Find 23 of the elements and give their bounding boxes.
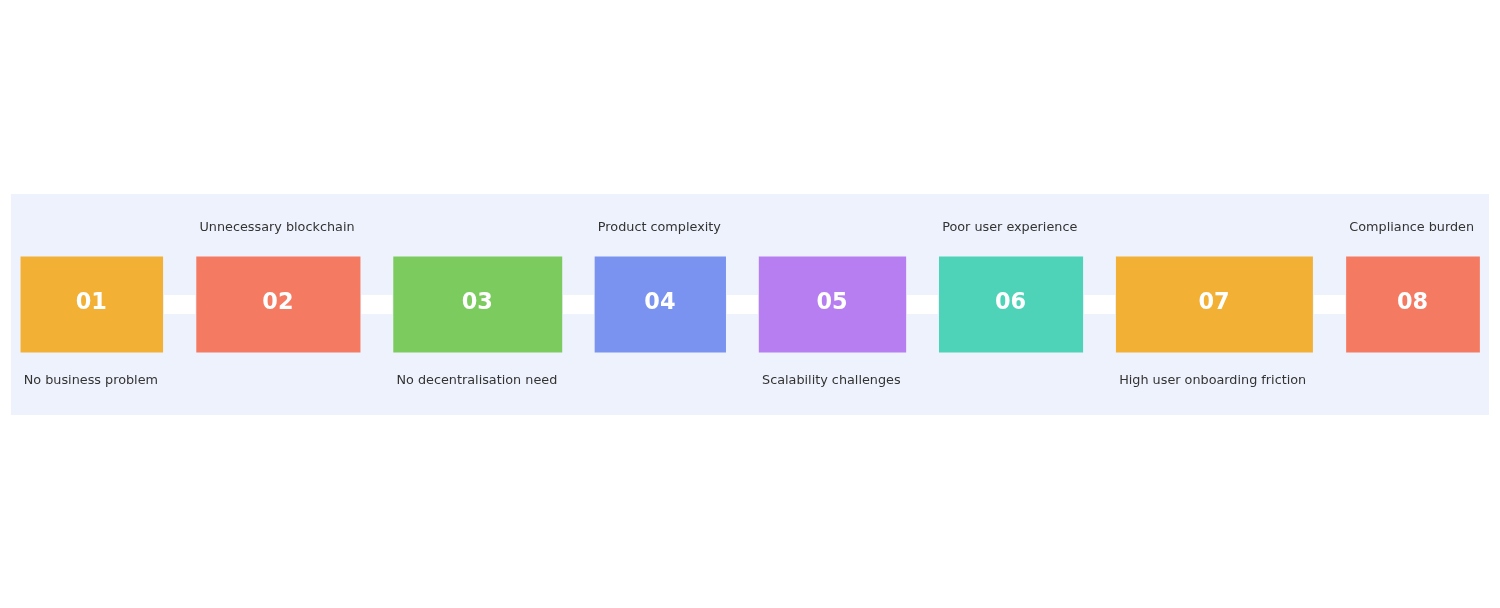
node-box: 05 [758, 255, 907, 353]
node-label: High user onboarding friction [1119, 371, 1307, 387]
node-label: Unnecessary blockchain [199, 218, 355, 234]
node-box: 02 [196, 255, 361, 353]
node-label: Poor user experience [942, 218, 1078, 234]
node-label: Scalability challenges [762, 371, 901, 387]
connector [1313, 294, 1346, 314]
connector [726, 294, 758, 314]
connector [163, 294, 196, 314]
node-box: 04 [594, 255, 726, 353]
connector [1083, 294, 1116, 314]
node-label: Compliance burden [1349, 218, 1475, 234]
connector [563, 294, 594, 314]
connector [361, 294, 393, 314]
node-box: 03 [393, 255, 563, 353]
node-label: Product complexity [597, 218, 721, 234]
node-label: No business problem [23, 371, 159, 387]
node-box: 06 [938, 255, 1084, 353]
node-label: No decentralisation need [396, 371, 558, 387]
connector [906, 294, 939, 314]
node-box: 08 [1346, 255, 1480, 353]
node-box: 07 [1115, 255, 1313, 353]
node-box: 01 [20, 255, 164, 353]
